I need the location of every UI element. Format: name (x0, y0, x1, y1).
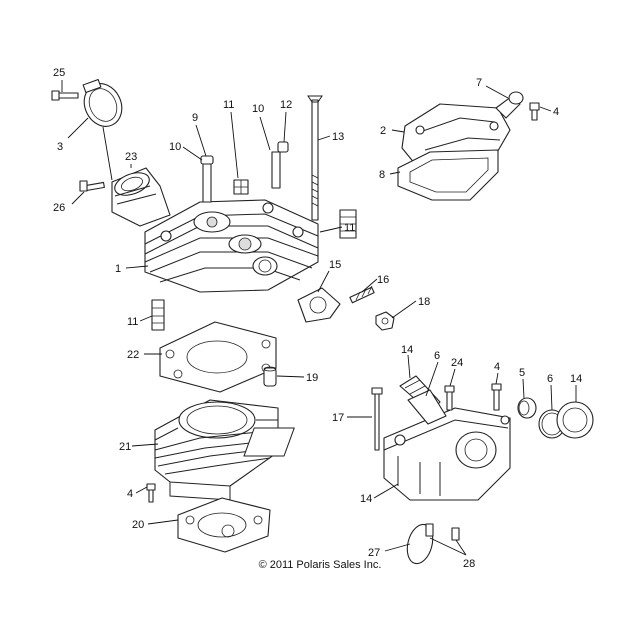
callout-11-right: 11 (344, 222, 355, 234)
cylinder-head (144, 199, 319, 293)
callout-labels: 25 3 23 26 9 11 10 12 10 13 11 1 15 16 1… (53, 67, 582, 570)
callout-11-left: 11 (127, 316, 138, 328)
valve-cover-bolt (529, 102, 540, 121)
callout-15: 15 (329, 259, 341, 271)
reed-bolt (444, 385, 455, 411)
exhaust-stud (349, 285, 375, 304)
callout-20: 20 (132, 519, 144, 531)
callout-23: 23 (125, 151, 137, 163)
end-cap (556, 401, 594, 439)
callout-27: 27 (368, 547, 380, 559)
crankcase-bolt (491, 383, 502, 411)
foam-block-right (339, 209, 357, 239)
callout-4-left: 4 (127, 488, 133, 500)
intake-boot (111, 167, 171, 227)
dowel-pins (425, 523, 460, 541)
callout-16: 16 (377, 274, 389, 286)
valve-guide-left (200, 155, 214, 203)
callout-10-right: 10 (252, 103, 264, 115)
callout-13: 13 (332, 131, 344, 143)
callout-4-cover: 4 (553, 106, 559, 118)
crankcase (243, 407, 511, 501)
cylinder-block (154, 399, 279, 501)
reed-gasket (407, 389, 447, 425)
head-gasket (159, 321, 277, 393)
base-gasket (177, 497, 271, 553)
copyright-notice: © 2011 Polaris Sales Inc. (258, 559, 382, 571)
callout-22: 22 (127, 349, 139, 361)
valve-cover-gasket (397, 149, 499, 201)
callout-28: 28 (463, 558, 475, 570)
callout-21: 21 (119, 441, 131, 453)
callout-4-case: 4 (494, 361, 500, 373)
callout-18: 18 (418, 296, 430, 308)
callout-12: 12 (280, 99, 292, 111)
oil-plug (517, 397, 537, 419)
callout-19: 19 (306, 372, 318, 384)
cylinder-stud (307, 95, 323, 221)
clamp-screw (51, 90, 79, 101)
callout-17: 17 (332, 412, 344, 424)
leader-lines (61, 80, 577, 556)
callout-3: 3 (57, 141, 63, 153)
foam-block-top (233, 179, 249, 195)
callout-6-oring: 6 (547, 373, 553, 385)
callout-6-reed: 6 (434, 350, 440, 362)
callout-5: 5 (519, 367, 525, 379)
breather-fitting (495, 91, 524, 119)
callout-14-cap: 14 (570, 373, 582, 385)
callout-8: 8 (379, 169, 385, 181)
exhaust-gasket (297, 287, 341, 323)
callout-14-reed: 14 (401, 344, 413, 356)
long-case-bolt (371, 387, 383, 451)
exhaust-nut (375, 311, 395, 331)
callout-11-top: 11 (223, 99, 234, 111)
callout-14-case: 14 (360, 493, 372, 505)
callout-2: 2 (380, 125, 386, 137)
hose-clamp (82, 78, 123, 127)
callout-10-left: 10 (169, 141, 181, 153)
valve-guide-right (271, 141, 289, 189)
callout-7: 7 (476, 77, 482, 89)
callout-25: 25 (53, 67, 65, 79)
callout-26: 26 (53, 202, 65, 214)
intake-bolt (79, 180, 105, 192)
foam-block-left (151, 299, 165, 331)
callout-24: 24 (451, 357, 463, 369)
dowel-pin (263, 366, 277, 387)
cylinder-base-bolt (146, 483, 156, 503)
callout-9: 9 (192, 112, 198, 124)
callout-1: 1 (115, 263, 121, 275)
